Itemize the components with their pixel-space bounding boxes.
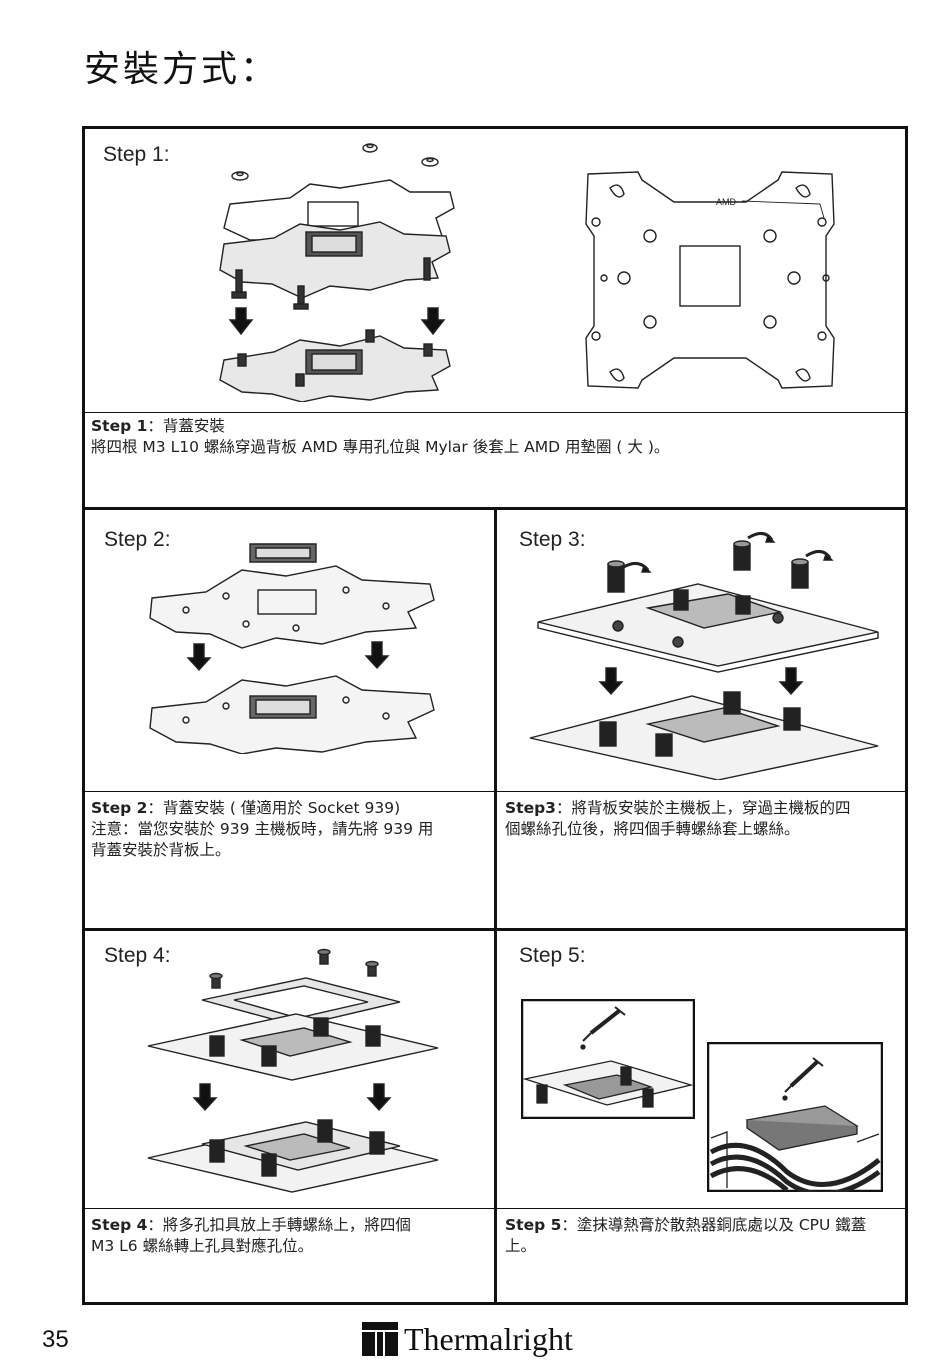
step-4-clip-illustration — [147, 948, 439, 1193]
step-5-caption-line2: 上。 — [505, 1237, 537, 1255]
step-4-caption-sep: ： — [147, 1216, 163, 1234]
step-4-caption-label: Step 4 — [91, 1216, 148, 1234]
brand-logo: Thermalright — [362, 1318, 573, 1360]
step-5-title: Step 5: — [519, 944, 586, 967]
step-2-caption-line2: 注意：當您安裝於 939 主機板時，請先將 939 用 — [91, 820, 434, 838]
step-3-motherboard-illustration — [529, 532, 879, 780]
step-2-caption-line1: 背蓋安裝 ( 僅適用於 Socket 939) — [162, 799, 401, 817]
brand-name: Thermalright — [404, 1320, 573, 1357]
step-5-heatsink-paste-illustration — [707, 1042, 883, 1192]
step-3-caption-sep: ： — [555, 799, 572, 817]
step-4-caption: Step 4：將多孔扣具放上手轉螺絲上，將四個 M3 L6 螺絲轉上孔具對應孔位… — [91, 1215, 491, 1257]
step-1-caption-line1: 背蓋安裝 — [162, 417, 225, 435]
step-1-backplate-illustration — [219, 143, 455, 402]
step-3-caption-line1: 將背板安裝於主機板上，穿過主機板的四 — [571, 799, 851, 817]
step-2-caption-label: Step 2 — [91, 799, 148, 817]
step-5-caption-sep: ： — [561, 1216, 577, 1234]
page-title: 安裝方式： — [84, 49, 280, 90]
step-1-caption: Step 1：背蓋安裝 將四根 M3 L10 螺絲穿過背板 AMD 專用孔位與 … — [91, 416, 891, 458]
thermalright-logo-icon — [362, 1322, 398, 1356]
step-3-title: Step 3: — [519, 528, 586, 551]
step-4-caption-line1: 將多孔扣具放上手轉螺絲上，將四個 — [162, 1216, 411, 1234]
step-3-caption-label: Step3 — [505, 799, 556, 817]
page-number: 35 — [42, 1326, 69, 1353]
step-1-amd-backplate-diagram: AMD — [585, 171, 835, 389]
step-5-cpu-paste-illustration — [521, 999, 695, 1119]
divider — [494, 508, 497, 1304]
step-4-title: Step 4: — [104, 944, 171, 967]
step-3-caption: Step3：將背板安裝於主機板上，穿過主機板的四 個螺絲孔位後，將四個手轉螺絲套… — [505, 798, 905, 840]
step-2-title: Step 2: — [104, 528, 171, 551]
step-1-title: Step 1: — [103, 143, 170, 166]
step-2-caption-line3: 背蓋安裝於背板上。 — [91, 841, 231, 859]
step-5-caption-label: Step 5 — [505, 1216, 562, 1234]
amd-label: AMD — [716, 197, 737, 207]
step-2-caption: Step 2：背蓋安裝 ( 僅適用於 Socket 939) 注意：當您安裝於 … — [91, 798, 491, 861]
step-5-caption-line1: 塗抹導熱膏於散熱器銅底處以及 CPU 鐵蓋 — [576, 1216, 867, 1234]
step-2-socket939-illustration — [149, 543, 435, 754]
step-4-caption-line2: M3 L6 螺絲轉上孔具對應孔位。 — [91, 1237, 314, 1255]
step-3-caption-line2: 個螺絲孔位後，將四個手轉螺絲套上螺絲。 — [505, 820, 800, 838]
step-2-caption-sep: ： — [147, 799, 163, 817]
step-1-caption-label: Step 1 — [91, 417, 148, 435]
step-1-caption-sep: ： — [147, 417, 163, 435]
step-1-caption-line2: 將四根 M3 L10 螺絲穿過背板 AMD 專用孔位與 Mylar 後套上 AM… — [91, 438, 670, 456]
divider — [84, 412, 906, 413]
step-5-caption: Step 5：塗抹導熱膏於散熱器銅底處以及 CPU 鐵蓋 上。 — [505, 1215, 907, 1257]
